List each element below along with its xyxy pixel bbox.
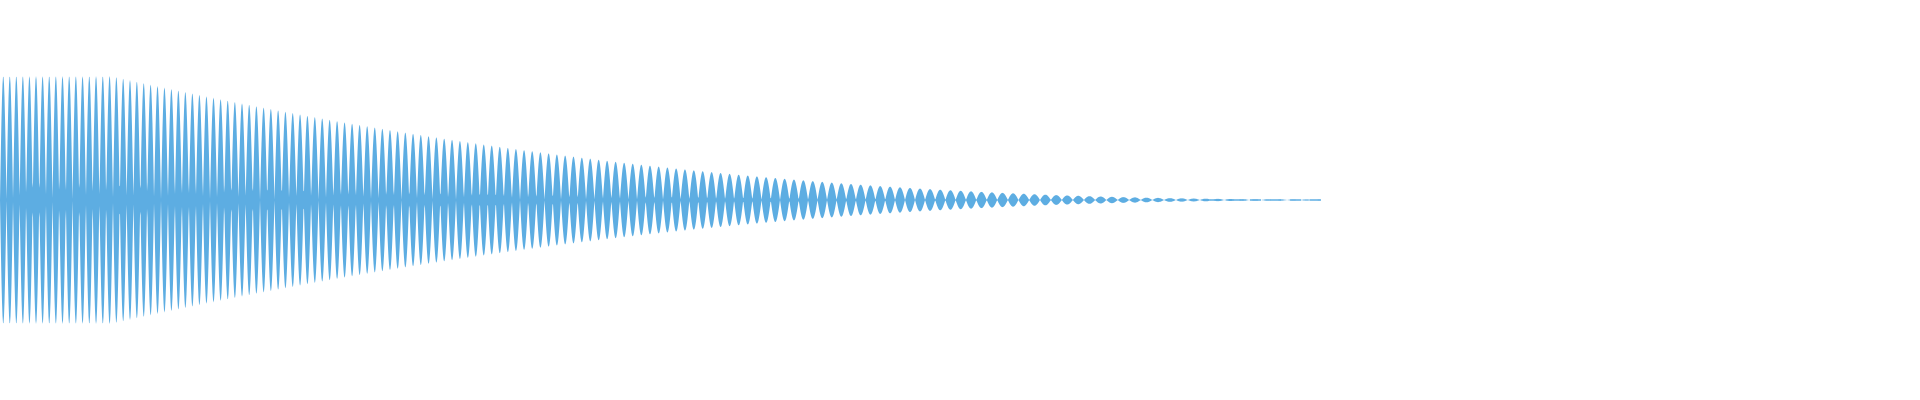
waveform-shape	[0, 76, 1320, 324]
